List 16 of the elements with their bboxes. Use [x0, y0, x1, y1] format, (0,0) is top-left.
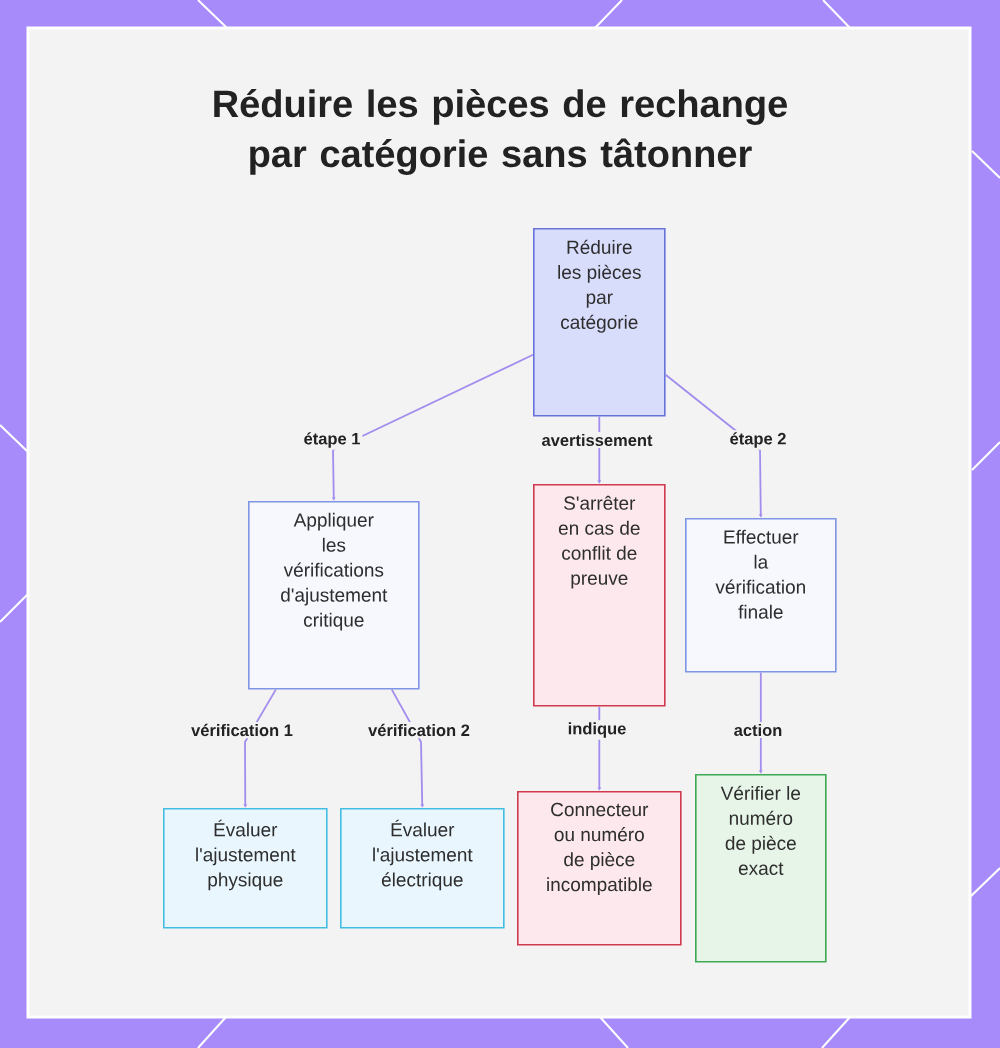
edge-label: étape 2 [727, 430, 789, 450]
connector [759, 671, 763, 774]
edge-label: étape 1 [301, 430, 363, 450]
connector [243, 688, 277, 808]
process-box: Connecteur ou numéro de pièce incompatible [517, 791, 682, 946]
process-box: Réduire les pièces par catégorie [533, 228, 666, 417]
edge-label: indique [565, 720, 629, 740]
process-box: Effectuer la vérification finale [685, 518, 837, 673]
connector [332, 353, 534, 501]
connector [390, 688, 424, 808]
process-box: Vérifier le numéro de pièce exact [695, 774, 827, 963]
process-box: Appliquer les vérifications d'ajustement critique [248, 501, 420, 690]
process-box: Évaluer l'ajustement électrique [340, 808, 505, 929]
process-box: S'arrêter en cas de conflit de preuve [533, 484, 666, 707]
process-box: Évaluer l'ajustement physique [163, 808, 328, 929]
title: Réduire les pièces de rechange par catégorie sans tâtonner [214, 89, 787, 175]
